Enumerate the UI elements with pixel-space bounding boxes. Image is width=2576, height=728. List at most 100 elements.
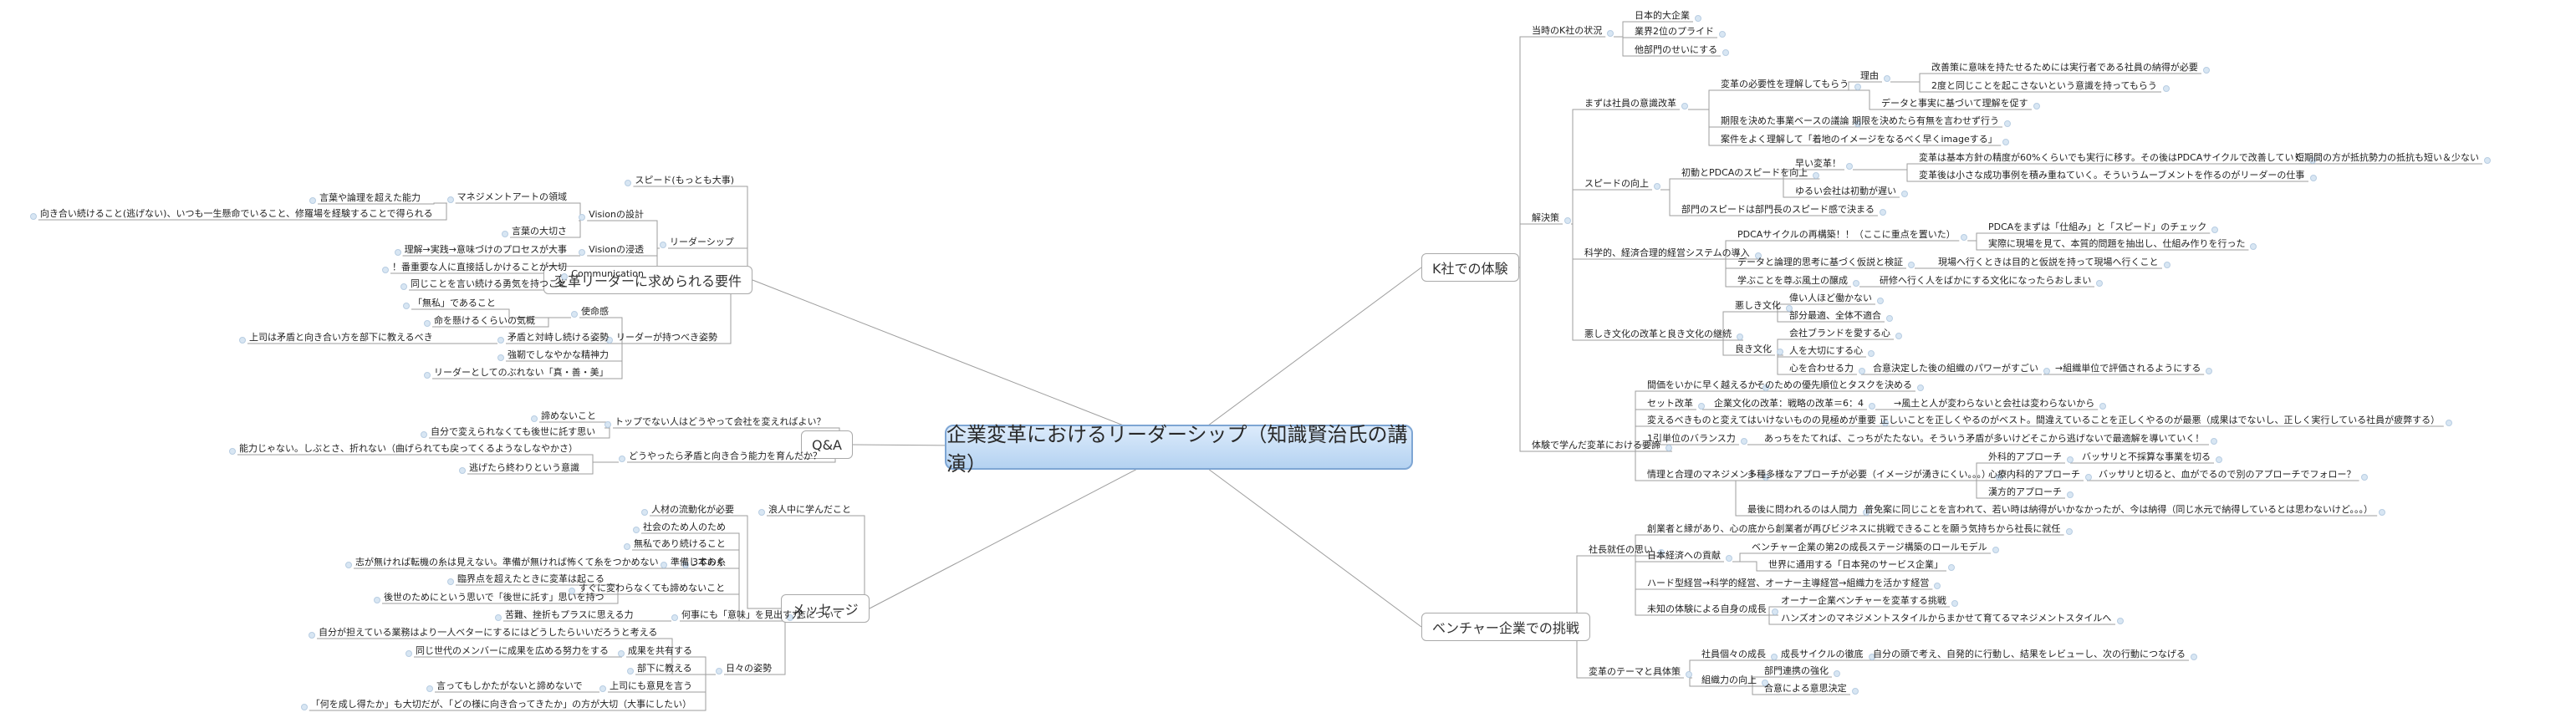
main-topic-r[interactable]: 変革リーダーに求められる要件 xyxy=(543,266,752,294)
topic-kd1b[interactable]: 部分最適、全体不適合 xyxy=(1789,310,1881,321)
collapse-toggle-dot[interactable] xyxy=(1776,349,1783,355)
collapse-toggle-dot[interactable] xyxy=(309,197,316,204)
collapse-toggle-dot[interactable] xyxy=(2099,403,2107,410)
collapse-toggle-dot[interactable] xyxy=(382,267,389,273)
topic-kc3a[interactable]: 研修へ行く人をばかにする文化になったらおしまい xyxy=(1880,275,2092,286)
topic-rls[interactable]: リーダーシップ xyxy=(670,237,734,247)
topic-md2[interactable]: 成果を共有する xyxy=(628,645,692,656)
collapse-toggle-dot[interactable] xyxy=(1736,333,1743,340)
topic-kd2a[interactable]: 会社ブランドを愛する心 xyxy=(1789,328,1890,339)
topic-kc2a[interactable]: 現場へ行くときは目的と仮説を持って現場へ行くこと xyxy=(1938,257,2159,267)
collapse-toggle-dot[interactable] xyxy=(579,214,586,221)
collapse-toggle-dot[interactable] xyxy=(1718,31,1726,38)
collapse-toggle-dot[interactable] xyxy=(787,614,793,621)
topic-md1[interactable]: 自分が担えている業務はより一人ベターにするにはどうしたらいいだろうと考える xyxy=(319,627,658,638)
collapse-toggle-dot[interactable] xyxy=(2043,368,2050,374)
topic-vb1a1[interactable]: 自分の頭で考え、自発的に行動し、結果をレビューし、次の行動につなげる xyxy=(1873,649,2186,659)
topic-mw5[interactable]: 何事にも「意味」を見出す力 xyxy=(681,609,801,620)
collapse-toggle-dot[interactable] xyxy=(1685,671,1692,678)
collapse-toggle-dot[interactable] xyxy=(29,213,37,220)
topic-kb1a1a[interactable]: 短期間の方が抵抗勢力の抵抗も短い＆少ない xyxy=(2295,152,2479,163)
topic-vb2[interactable]: 組織力の向上 xyxy=(1701,675,1757,685)
topic-kd1a[interactable]: 偉い人ほど働かない xyxy=(1789,293,1872,303)
topic-kc1b[interactable]: 実際に現場を見て、本質的問題を抽出し、仕組み作りを行った xyxy=(1988,238,2246,249)
collapse-toggle-dot[interactable] xyxy=(1607,30,1614,37)
collapse-toggle-dot[interactable] xyxy=(2210,438,2217,445)
collapse-toggle-dot[interactable] xyxy=(1740,438,1747,445)
collapse-toggle-dot[interactable] xyxy=(561,273,569,280)
topic-ke1[interactable]: 間価をいかに早く越えるか xyxy=(1647,379,1757,390)
collapse-toggle-dot[interactable] xyxy=(2066,456,2074,463)
topic-ke5b[interactable]: 最後に問われるのは人間力 xyxy=(1747,504,1858,515)
topic-kd2c1[interactable]: 合意決定した後の組織のパワーがすごい xyxy=(1873,363,2038,374)
topic-kd2b[interactable]: 人を大切にする心 xyxy=(1789,345,1864,356)
topic-rp1[interactable]: 理解→実践→意味づけのプロセスが大事 xyxy=(404,244,567,255)
collapse-toggle-dot[interactable] xyxy=(1653,183,1660,190)
topic-kd1[interactable]: 悪しき文化 xyxy=(1735,300,1781,311)
collapse-toggle-dot[interactable] xyxy=(2360,474,2368,481)
collapse-toggle-dot[interactable] xyxy=(1854,120,1861,127)
collapse-toggle-dot[interactable] xyxy=(406,650,412,657)
topic-kb[interactable]: スピードの向上 xyxy=(1584,178,1649,189)
main-topic-v[interactable]: ベンチャー企業での挑戦 xyxy=(1421,613,1590,641)
collapse-toggle-dot[interactable] xyxy=(1762,384,1769,391)
topic-ks[interactable]: 当時のK社の状況 xyxy=(1532,25,1603,36)
collapse-toggle-dot[interactable] xyxy=(394,249,401,256)
topic-mw[interactable]: 志について xyxy=(797,609,843,620)
topic-ke3a[interactable]: 正しいことを正しくやるのがベスト。間違えていることを正しくやるのが最悪（成果はで… xyxy=(1880,415,2441,425)
collapse-toggle-dot[interactable] xyxy=(1722,49,1729,56)
collapse-toggle-dot[interactable] xyxy=(2379,509,2386,516)
collapse-toggle-dot[interactable] xyxy=(1900,191,1908,197)
collapse-toggle-dot[interactable] xyxy=(459,467,466,474)
collapse-toggle-dot[interactable] xyxy=(2162,85,2170,92)
topic-rd[interactable]: Visionの設計 xyxy=(589,209,644,220)
topic-kb1a1[interactable]: 変革は基本方針の精度が60%くらいでも実行に移す。その後はPDCAサイクルで改善… xyxy=(1919,152,2303,163)
topic-ke5a3[interactable]: 漢方的アプローチ xyxy=(1988,486,2062,497)
collapse-toggle-dot[interactable] xyxy=(1563,217,1571,224)
collapse-toggle-dot[interactable] xyxy=(1657,549,1665,556)
topic-ka[interactable]: まずは社員の意識改革 xyxy=(1584,98,1676,109)
collapse-toggle-dot[interactable] xyxy=(1876,298,1884,304)
collapse-toggle-dot[interactable] xyxy=(309,632,315,639)
topic-kb1a2[interactable]: 変革後は小さな成功事例を積み重ねていく。そういうムーブメントを作るのがリーダーの… xyxy=(1919,170,2305,181)
collapse-toggle-dot[interactable] xyxy=(571,311,578,318)
topic-vb2a[interactable]: 部門連携の強化 xyxy=(1764,665,1829,676)
collapse-toggle-dot[interactable] xyxy=(2002,139,2010,145)
collapse-toggle-dot[interactable] xyxy=(1858,368,1865,374)
collapse-toggle-dot[interactable] xyxy=(1951,600,1958,607)
topic-md[interactable]: 日々の姿勢 xyxy=(726,663,772,674)
topic-ks2[interactable]: 業界2位のプライド xyxy=(1635,26,1714,37)
topic-rp[interactable]: Visionの浸透 xyxy=(589,244,644,255)
topic-q2[interactable]: どうやったら矛盾と向き合う能力を育んだか？ xyxy=(629,451,822,461)
collapse-toggle-dot[interactable] xyxy=(2095,280,2103,287)
topic-kc1a[interactable]: PDCAをまずは「仕組み」と「スピード」のチェック xyxy=(1988,221,2207,232)
topic-va1[interactable]: 創業者と縁があり、心の底から創業者が再びビジネスに挑戦できることを願う気持ちから… xyxy=(1647,523,2061,534)
topic-mw3[interactable]: 3本の糸 xyxy=(692,557,726,568)
topic-vb[interactable]: 変革のテーマと具体策 xyxy=(1589,666,1681,677)
main-topic-q[interactable]: Q&A xyxy=(800,430,853,459)
topic-kb1b[interactable]: ゆるい会社は初動が遅い xyxy=(1795,186,1896,196)
collapse-toggle-dot[interactable] xyxy=(1883,75,1890,82)
collapse-toggle-dot[interactable] xyxy=(374,597,380,603)
topic-rst[interactable]: 強靭でしなやかな精神力 xyxy=(508,349,609,360)
collapse-toggle-dot[interactable] xyxy=(1725,555,1732,562)
topic-kb1[interactable]: 初動とPDCAのスピードを向上 xyxy=(1681,167,1808,178)
collapse-toggle-dot[interactable] xyxy=(531,415,538,422)
topic-kc2[interactable]: データと論理的思考に基づく仮説と検証 xyxy=(1737,257,1903,267)
topic-ks3[interactable]: 他部門のせいにする xyxy=(1635,44,1718,55)
topic-va2[interactable]: 日本経済への貢献 xyxy=(1647,550,1721,561)
topic-md2a[interactable]: 同じ世代のメンバーに成果を広める努力をする xyxy=(416,645,609,656)
topic-q1[interactable]: トップでない人はどうやって会社を変えればよい？ xyxy=(615,416,826,427)
topic-rmi[interactable]: 使命感 xyxy=(581,306,609,317)
main-topic-k[interactable]: K社での体験 xyxy=(1421,253,1519,282)
collapse-toggle-dot[interactable] xyxy=(641,509,648,516)
topic-rt1[interactable]: 上司は矛盾と向き合い方を部下に教えるべき xyxy=(249,332,433,343)
collapse-toggle-dot[interactable] xyxy=(446,196,454,203)
topic-md4[interactable]: 上司にも意見を言う xyxy=(610,680,692,691)
collapse-toggle-dot[interactable] xyxy=(424,320,431,327)
topic-rd1b[interactable]: 向き合い続けること(逃げない)、いつも一生懸命でいること、修羅場を経験することで… xyxy=(39,208,433,219)
collapse-toggle-dot[interactable] xyxy=(2190,654,2197,660)
topic-ka2[interactable]: 期限を決めた事業ベースの議論 xyxy=(1721,115,1849,126)
topic-va4b[interactable]: ハンズオンのマネジメントスタイルからまかせて育てるマネジメントスタイルへ xyxy=(1781,613,2112,624)
topic-kd2[interactable]: 良き文化 xyxy=(1735,344,1772,354)
